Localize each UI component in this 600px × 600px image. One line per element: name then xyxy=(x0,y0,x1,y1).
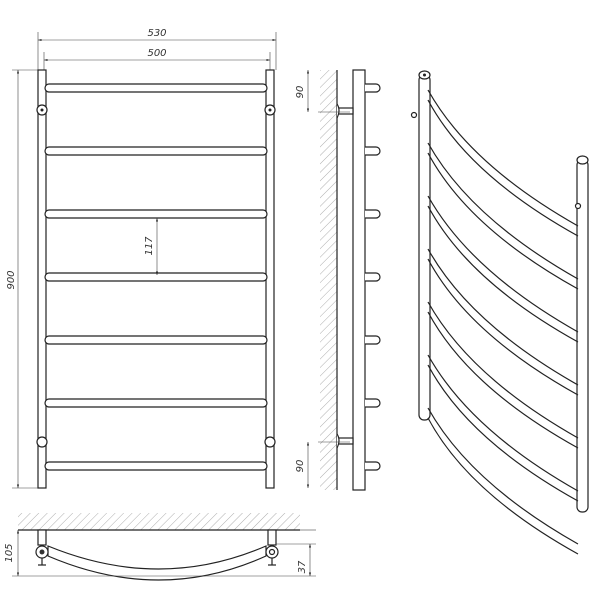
right-upright xyxy=(265,69,275,489)
perspective-rungs xyxy=(427,89,579,555)
perspective-rung xyxy=(427,89,579,227)
top-view: 105 37 xyxy=(4,513,316,581)
rung-end xyxy=(365,83,381,93)
rung xyxy=(44,398,268,408)
dim-label-90-bottom: 90 xyxy=(295,460,306,473)
perspective-rung-edge xyxy=(427,364,579,502)
perspective-rung-edge xyxy=(427,205,579,343)
dim-label-37: 37 xyxy=(297,560,308,573)
dim-label-105: 105 xyxy=(4,543,15,562)
rung xyxy=(44,461,268,471)
perspective-rung-edge xyxy=(427,258,579,396)
perspective-rung-edge xyxy=(427,99,579,237)
dim-label-117: 117 xyxy=(144,236,155,256)
rung-end xyxy=(365,335,381,345)
perspective-rung xyxy=(427,142,579,280)
perspective-rung-edge xyxy=(427,152,579,290)
side-upright xyxy=(352,69,366,491)
left-upright xyxy=(37,69,47,489)
dim-label-900: 900 xyxy=(6,270,17,289)
rung xyxy=(44,83,268,93)
dim-label-90-top: 90 xyxy=(295,86,306,99)
dim-label-500: 500 xyxy=(147,48,166,59)
rungs xyxy=(44,83,268,471)
dim-label-530: 530 xyxy=(147,28,166,39)
perspective-rung-edge xyxy=(427,311,579,449)
rung-end xyxy=(365,461,381,471)
rung-end xyxy=(365,209,381,219)
wall-brackets xyxy=(36,104,276,448)
perspective-right-post xyxy=(576,159,589,513)
rung xyxy=(44,335,268,345)
perspective-rung xyxy=(427,195,579,333)
rung-end xyxy=(365,146,381,156)
perspective-rung xyxy=(427,354,579,492)
rung xyxy=(44,272,268,282)
perspective-rung xyxy=(427,301,579,439)
rung-end xyxy=(365,272,381,282)
side-view: 90 90 xyxy=(295,69,381,491)
front-view: 530 500 900 117 xyxy=(6,28,277,489)
rung-ends xyxy=(365,83,381,471)
rung-end xyxy=(365,398,381,408)
perspective-rung xyxy=(427,407,579,545)
curved-rung xyxy=(47,545,267,581)
rung xyxy=(44,209,268,219)
rung xyxy=(44,146,268,156)
perspective-rung xyxy=(427,248,579,386)
perspective-left-post xyxy=(418,74,431,421)
perspective-rung-edge xyxy=(427,417,579,555)
perspective-view xyxy=(410,70,589,555)
